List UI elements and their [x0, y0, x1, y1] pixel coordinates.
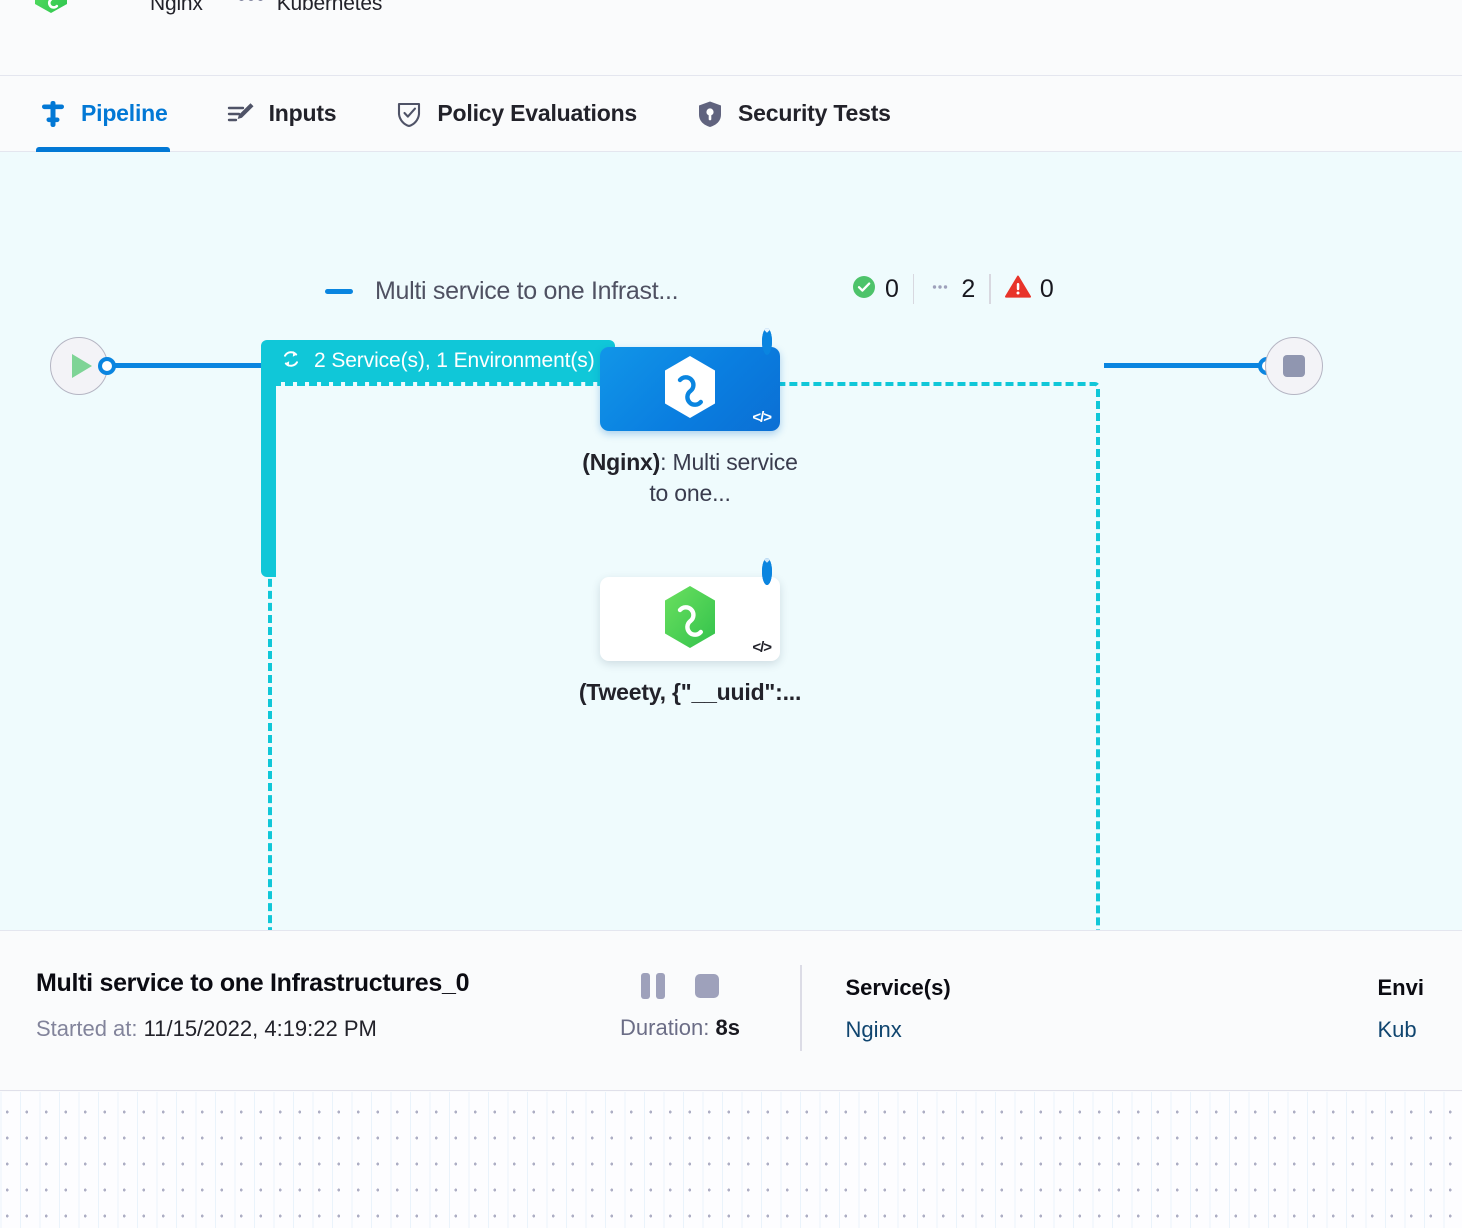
step-node-label-bold: (Nginx) — [582, 449, 661, 475]
services-column: Service(s) Nginx — [802, 931, 1378, 1043]
execution-info-panel: Multi service to one Infrastructures_0 S… — [0, 930, 1462, 1091]
step-node-nginx[interactable]: </> (Nginx): Multi service to one... — [570, 328, 810, 510]
code-brackets-icon[interactable]: </> — [752, 639, 772, 656]
breadcrumb-item-pipeline[interactable] — [34, 0, 78, 23]
harness-hexagon-icon — [34, 0, 68, 23]
group-title: Multi service to one Infrast... — [375, 277, 679, 305]
pipeline-icon — [38, 99, 68, 129]
harness-hexagon-green-icon — [659, 583, 721, 656]
tab-pipeline[interactable]: Pipeline — [36, 76, 190, 152]
execution-started: Started at: 11/15/2022, 4:19:22 PM — [36, 1016, 560, 1042]
error-warning-icon — [1004, 275, 1031, 304]
status-divider-1 — [912, 274, 915, 304]
tab-label-security: Security Tests — [738, 100, 891, 126]
execution-duration: Duration: 8s — [560, 1015, 800, 1041]
pause-icon[interactable] — [641, 973, 665, 999]
group-badge-label: 2 Service(s), 1 Environment(s) — [314, 349, 595, 372]
environments-column: Envi Kub — [1378, 931, 1424, 1043]
execution-summary: Multi service to one Infrastructures_0 S… — [0, 931, 560, 1042]
loop-repeat-icon — [279, 347, 303, 376]
step-node-label-bold: (Tweety, {"__uuid":... — [578, 679, 802, 705]
stop-icon — [1283, 355, 1305, 377]
edge-group-to-end — [1104, 363, 1268, 368]
failed-count: 0 — [1039, 274, 1054, 303]
tab-inputs[interactable]: Inputs — [224, 76, 359, 152]
infrastructure-icon — [235, 0, 267, 23]
security-shield-icon — [695, 99, 725, 129]
policy-shield-check-icon — [394, 99, 424, 129]
group-badge[interactable]: 2 Service(s), 1 Environment(s) — [261, 340, 615, 382]
tab-security-tests[interactable]: Security Tests — [693, 76, 913, 152]
tab-bar: Pipeline Inputs Policy Evaluations — [0, 76, 1462, 152]
step-node-label-rest: : Multi service to one... — [649, 449, 798, 507]
status-running: 2 — [914, 275, 989, 304]
pipeline-graph-canvas[interactable]: 2 Service(s), 1 Environment(s) Multi ser… — [0, 152, 1462, 930]
services-value[interactable]: Nginx — [845, 1017, 902, 1042]
status-failed: 0 — [991, 275, 1068, 304]
tab-policy-evaluations[interactable]: Policy Evaluations — [392, 76, 659, 152]
status-success: 0 — [838, 275, 913, 304]
breadcrumb-item-environment[interactable]: Kubernetes — [235, 0, 382, 23]
breadcrumb-label-1: Nginx — [150, 0, 203, 15]
environments-value[interactable]: Kub — [1377, 1017, 1417, 1042]
collapse-toggle-icon[interactable] — [325, 289, 353, 294]
group-status-counts: 0 2 — [838, 274, 1068, 304]
breadcrumb-item-service[interactable]: Nginx — [110, 0, 203, 23]
code-brackets-icon[interactable]: </> — [752, 409, 772, 426]
started-at-value: 11/15/2022, 4:19:22 PM — [143, 1016, 377, 1041]
execution-title: Multi service to one Infrastructures_0 — [36, 969, 470, 997]
running-spinner-icon — [762, 328, 796, 367]
play-icon — [72, 354, 92, 378]
status-divider-2 — [989, 274, 991, 304]
tab-label-pipeline: Pipeline — [81, 100, 168, 126]
stop-icon[interactable] — [695, 974, 719, 998]
breadcrumb-label-2: Kubernetes — [276, 0, 383, 15]
group-header: Multi service to one Infrast... — [325, 277, 679, 306]
step-node-label: (Tweety, {"__uuid":... — [570, 677, 810, 708]
step-node-card[interactable]: </> — [600, 558, 780, 661]
running-spinner-icon — [762, 558, 796, 597]
tab-label-policy: Policy Evaluations — [437, 100, 638, 126]
running-count: 2 — [961, 274, 976, 303]
success-count: 0 — [885, 274, 899, 303]
tab-label-inputs: Inputs — [268, 100, 337, 126]
harness-hexagon-icon — [659, 353, 721, 426]
duration-value: 8s — [715, 1015, 740, 1040]
running-dots-icon — [928, 275, 952, 304]
gear-icon — [110, 0, 140, 23]
started-at-label: Started at: — [36, 1016, 138, 1041]
step-node-tweety[interactable]: </> (Tweety, {"__uuid":... — [570, 558, 810, 708]
success-check-icon — [852, 275, 876, 304]
environments-header: Envi — [1377, 975, 1424, 1000]
panel-divider-1 — [800, 965, 802, 1051]
background-dot-canvas[interactable] — [0, 1092, 1462, 1228]
execution-controls: Duration: 8s — [560, 931, 800, 1041]
inputs-icon — [226, 99, 256, 129]
services-header: Service(s) — [845, 975, 951, 1000]
step-node-label: (Nginx): Multi service to one... — [570, 447, 810, 510]
duration-label: Duration: — [620, 1015, 710, 1040]
step-node-card[interactable]: </> — [600, 328, 780, 431]
end-node[interactable] — [1265, 337, 1323, 395]
edge-start-to-group — [114, 363, 264, 368]
breadcrumb-bar: Nginx — [0, 0, 1462, 76]
